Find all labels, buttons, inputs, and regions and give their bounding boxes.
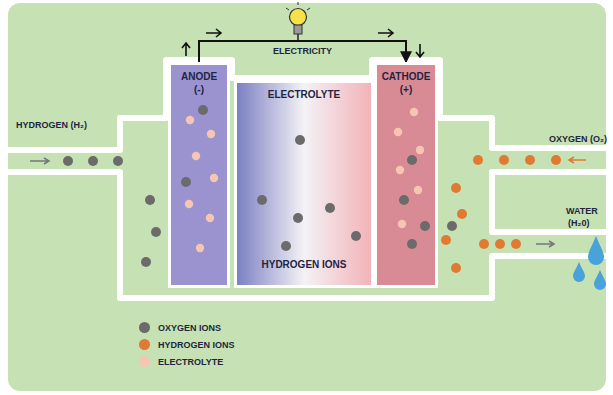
anode-box: ANODE(-) [168, 62, 230, 288]
outlet-label: (H₂0) [568, 218, 590, 229]
ion-dot [394, 128, 402, 136]
cathode-box: CATHODE(+) [374, 62, 438, 288]
background-panel [8, 3, 606, 391]
ion-flow-arrow [262, 276, 345, 282]
ion-dot [145, 195, 155, 205]
ion-dot [88, 156, 98, 166]
box-label: (+) [400, 84, 413, 97]
electric-wire [199, 41, 406, 62]
ion-dot [420, 221, 430, 231]
box-label: CATHODE [382, 71, 431, 84]
water-drops [573, 236, 606, 290]
ion-dot [416, 146, 424, 154]
ion-dot [410, 108, 418, 116]
ion-dot [511, 239, 521, 249]
ion-dot [63, 156, 73, 166]
box-label: ANODE [181, 71, 217, 84]
ion-dot [192, 152, 200, 160]
legend-label: ELECTROLYTE [158, 357, 223, 367]
box-label: HYDROGEN IONS [261, 259, 346, 272]
ion-dot [207, 130, 215, 138]
current-arrows [182, 29, 424, 57]
cell-housing [0, 60, 613, 298]
ion-dot [206, 214, 214, 222]
legend-swatch [139, 339, 150, 350]
ion-dot [198, 105, 208, 115]
ion-dot [473, 155, 483, 165]
ion-dot [196, 244, 204, 252]
ion-dot [407, 239, 417, 249]
ion-dot [399, 195, 409, 205]
ion-dot [451, 263, 461, 273]
legend-swatch [139, 356, 150, 367]
ion-dot [407, 155, 417, 165]
wire-label: ELECTRICITY [273, 46, 332, 57]
ion-dot [457, 209, 467, 219]
ion-dot [325, 203, 335, 213]
inlet-label: OXYGEN (O₂) [549, 134, 607, 145]
ion-dot [495, 239, 505, 249]
legend-swatch [139, 322, 150, 333]
ion-dot [293, 213, 303, 223]
flow-arrows [30, 157, 586, 247]
legend-row: ELECTROLYTE [139, 356, 223, 367]
ion-dot [141, 257, 151, 267]
box-label: ELECTROLYTE [268, 89, 340, 102]
ion-dot [186, 116, 194, 124]
ion-dot [525, 155, 535, 165]
ion-dot [151, 227, 161, 237]
light-bulb [286, 2, 310, 41]
ion-dot [295, 135, 305, 145]
legend-label: OXYGEN IONS [158, 323, 221, 333]
inlet-label: HYDROGEN (H₂) [16, 120, 87, 131]
legend-row: OXYGEN IONS [139, 322, 221, 333]
ion-dot [447, 221, 457, 231]
legend-row: HYDROGEN IONS [139, 339, 235, 350]
ion-dot [281, 241, 291, 251]
ion-dot [181, 177, 191, 187]
ion-dot [499, 155, 509, 165]
outlet-label: WATER [566, 206, 598, 217]
ion-dot [398, 220, 406, 228]
legend-label: HYDROGEN IONS [158, 340, 235, 350]
ion-dot [479, 239, 489, 249]
ion-dot [451, 183, 461, 193]
ion-dot [257, 195, 267, 205]
ion-dot [396, 166, 404, 174]
ion-dot [185, 200, 193, 208]
box-label: (-) [194, 84, 204, 97]
ion-dot [113, 156, 123, 166]
electrolyte-box: ELECTROLYTE HYDROGEN IONS [234, 80, 374, 288]
ion-dot [210, 174, 218, 182]
ion-dot [351, 231, 361, 241]
ion-dot [414, 186, 422, 194]
ion-dot [551, 155, 561, 165]
ion-dot [441, 235, 451, 245]
